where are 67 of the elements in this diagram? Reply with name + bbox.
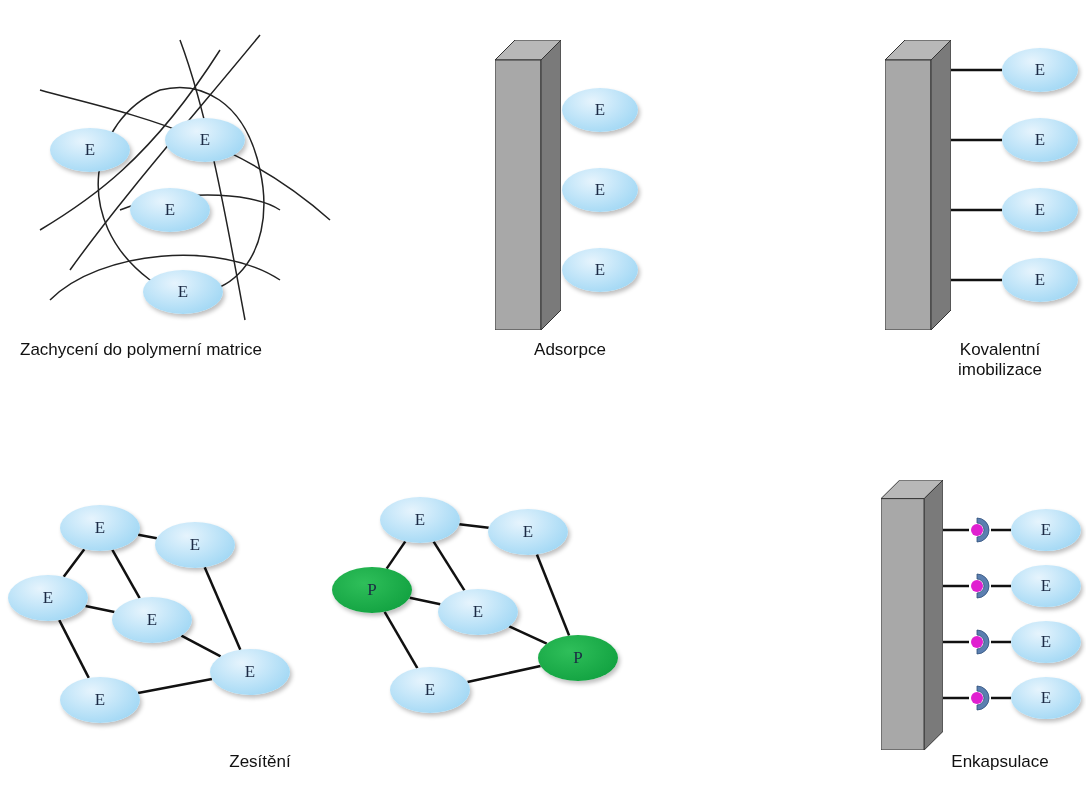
connector-line bbox=[943, 584, 969, 588]
connector-line bbox=[943, 528, 969, 532]
connector-line bbox=[943, 696, 969, 700]
ellipse-node: E bbox=[562, 168, 638, 212]
connector-line bbox=[62, 548, 86, 578]
ellipse-node: E bbox=[155, 522, 235, 568]
connector-line bbox=[111, 549, 141, 599]
connector-line bbox=[383, 611, 419, 669]
ellipse-node: E bbox=[8, 575, 88, 621]
linker-symbol bbox=[969, 573, 991, 599]
connector-line bbox=[991, 640, 1011, 644]
linker-symbol bbox=[969, 629, 991, 655]
ellipse-node: P bbox=[538, 635, 618, 681]
ellipse-node: E bbox=[390, 667, 470, 713]
connector-line bbox=[137, 677, 213, 695]
ellipse-node: E bbox=[1011, 621, 1081, 663]
connector-line bbox=[137, 533, 158, 540]
ellipse-node: E bbox=[438, 589, 518, 635]
connector-line bbox=[432, 540, 466, 592]
ellipse-node: E bbox=[380, 497, 460, 543]
connector-line bbox=[459, 523, 489, 529]
caption-text: Zesítění bbox=[228, 752, 292, 772]
ellipse-node: E bbox=[130, 188, 210, 232]
ellipse-node: E bbox=[1011, 677, 1081, 719]
ellipse-node: E bbox=[1002, 48, 1078, 92]
caption-text: Zachycení do polymerní matrice bbox=[20, 340, 263, 360]
ellipse-node: E bbox=[1011, 509, 1081, 551]
ellipse-node: E bbox=[1011, 565, 1081, 607]
connector-line bbox=[58, 619, 90, 679]
caption-text: Enkapsulace bbox=[950, 752, 1050, 772]
connector-line bbox=[180, 634, 222, 658]
connector-line bbox=[943, 640, 969, 644]
connector-line bbox=[535, 553, 571, 637]
connector-line bbox=[385, 540, 407, 570]
connector-line bbox=[951, 208, 1002, 212]
linker-symbol bbox=[969, 685, 991, 711]
ellipse-node: E bbox=[488, 509, 568, 555]
ellipse-node: E bbox=[1002, 188, 1078, 232]
ellipse-node: E bbox=[60, 505, 140, 551]
ellipse-node: E bbox=[562, 248, 638, 292]
support-slab bbox=[881, 480, 943, 750]
connector-line bbox=[203, 566, 242, 651]
connector-line bbox=[467, 664, 541, 684]
ellipse-node: E bbox=[1002, 118, 1078, 162]
ellipse-node: E bbox=[1002, 258, 1078, 302]
support-slab bbox=[495, 40, 561, 330]
connector-line bbox=[991, 696, 1011, 700]
connector-line bbox=[951, 68, 1002, 72]
ellipse-node: E bbox=[562, 88, 638, 132]
caption-text: Adsorpce bbox=[533, 340, 607, 360]
caption-text: Kovalentní imobilizace bbox=[956, 340, 1044, 380]
connector-line bbox=[991, 528, 1011, 532]
ellipse-node: E bbox=[165, 118, 245, 162]
connector-line bbox=[409, 596, 441, 606]
connector-line bbox=[85, 604, 115, 614]
connector-line bbox=[508, 625, 548, 645]
ellipse-node: P bbox=[332, 567, 412, 613]
support-slab bbox=[885, 40, 951, 330]
ellipse-node: E bbox=[143, 270, 223, 314]
connector-line bbox=[951, 278, 1002, 282]
ellipse-node: E bbox=[112, 597, 192, 643]
ellipse-node: E bbox=[50, 128, 130, 172]
ellipse-node: E bbox=[210, 649, 290, 695]
connector-line bbox=[951, 138, 1002, 142]
ellipse-node: E bbox=[60, 677, 140, 723]
linker-symbol bbox=[969, 517, 991, 543]
connector-line bbox=[991, 584, 1011, 588]
